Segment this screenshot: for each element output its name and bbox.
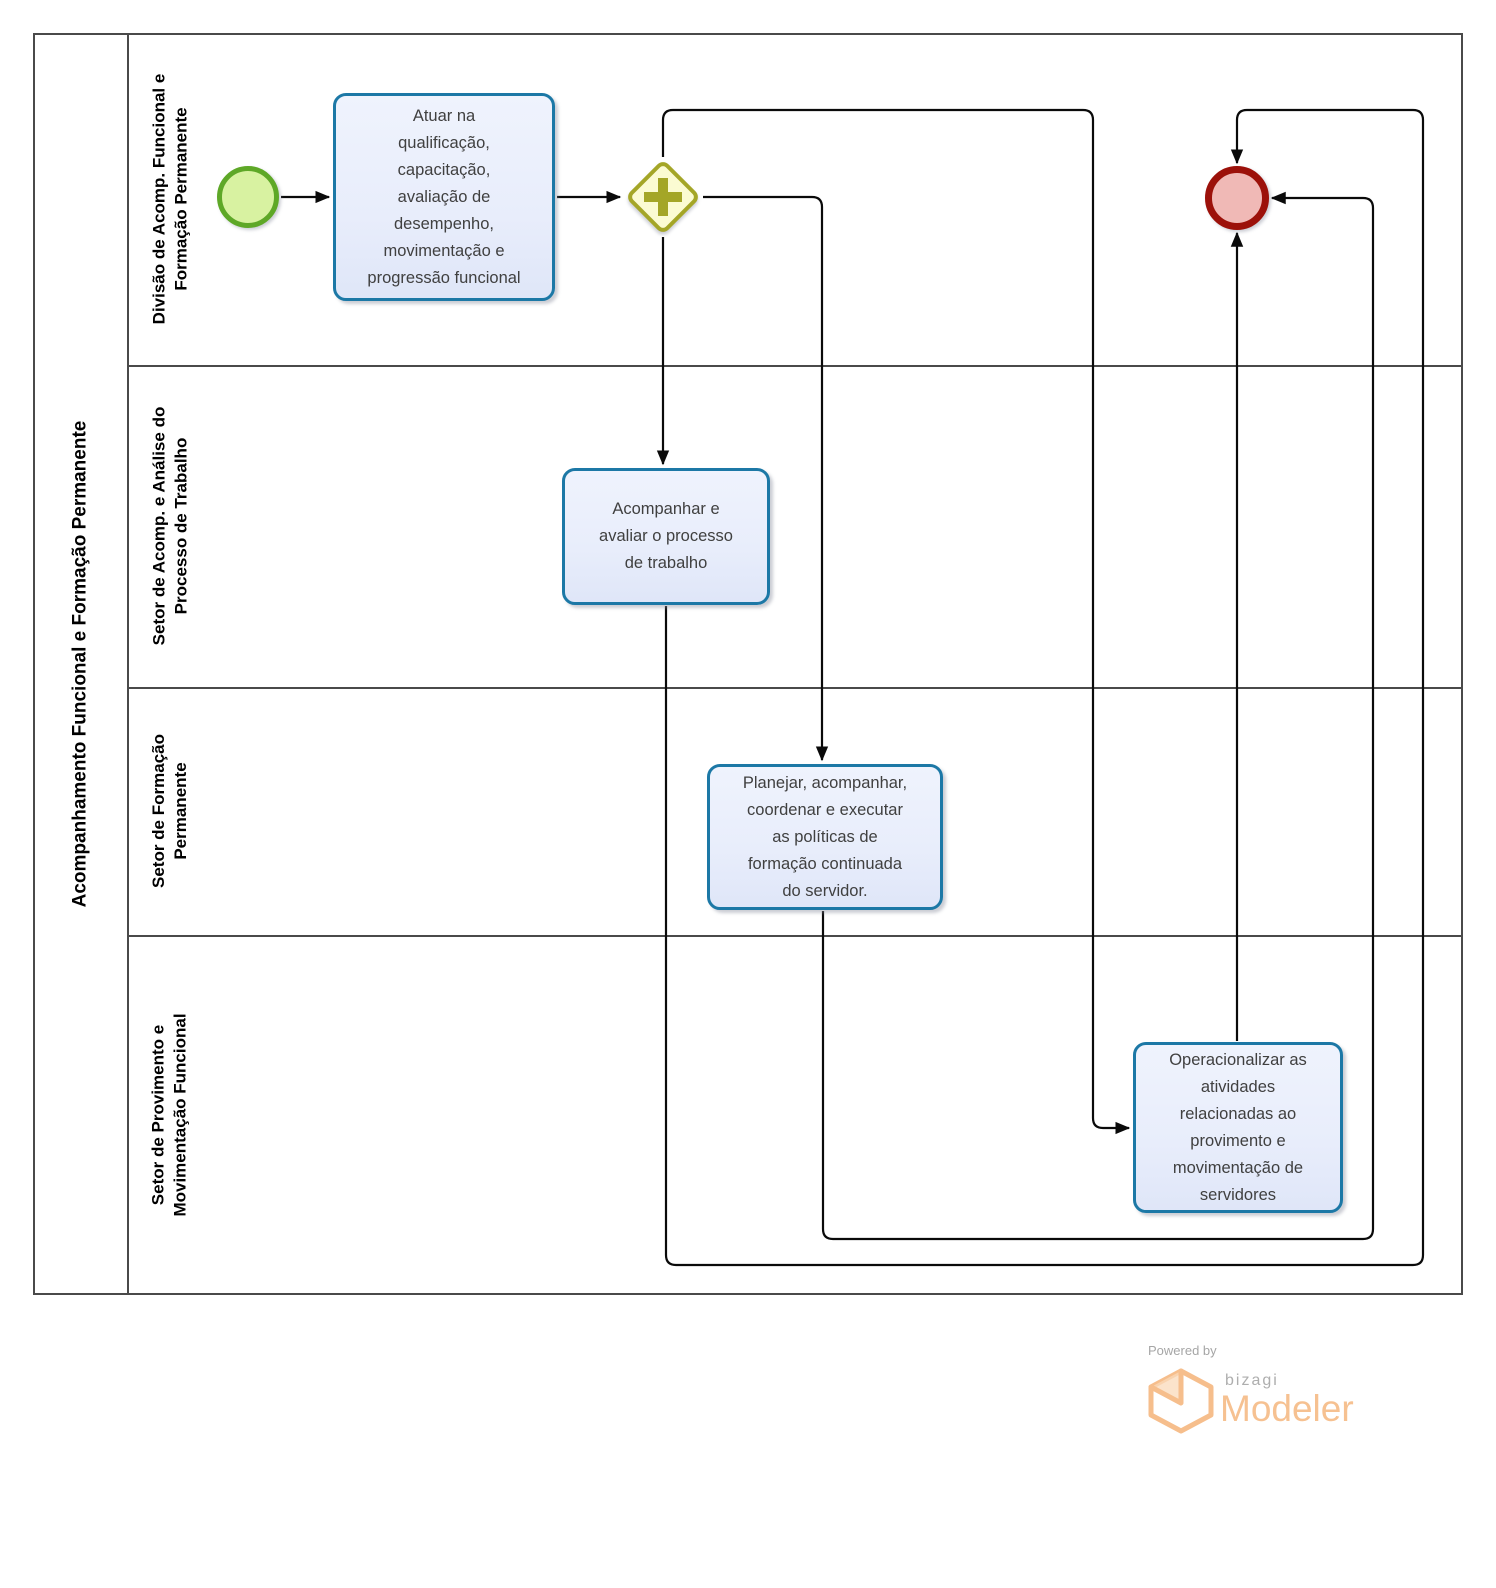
task-planejar-politicas[interactable]: Planejar, acompanhar,coordenar e executa… (707, 764, 943, 910)
pool-title-label: Acompanhamento Funcional e Formação Perm… (69, 420, 90, 908)
pool-title: Acompanhamento Funcional e Formação Perm… (33, 33, 127, 1295)
start-event[interactable] (217, 166, 279, 228)
bizagi-modeler-logo[interactable]: Powered by bizagi Modeler (1128, 1336, 1428, 1446)
bizagi-brand-label: bizagi (1225, 1372, 1279, 1389)
bizagi-cube-icon (1148, 1368, 1214, 1434)
pool-title-divider (127, 33, 129, 1295)
task-label: Planejar, acompanhar,coordenar e executa… (742, 773, 908, 900)
end-event[interactable] (1205, 166, 1269, 230)
modeler-product-label: Modeler (1220, 1388, 1354, 1429)
lane-divider-3 (127, 935, 1463, 937)
powered-by-label: Powered by (1148, 1343, 1217, 1358)
lane-divider-2 (127, 687, 1463, 689)
lane-divider-1 (127, 365, 1463, 367)
plus-icon (643, 177, 683, 217)
lane-setor-acomp-analise (129, 367, 1461, 687)
